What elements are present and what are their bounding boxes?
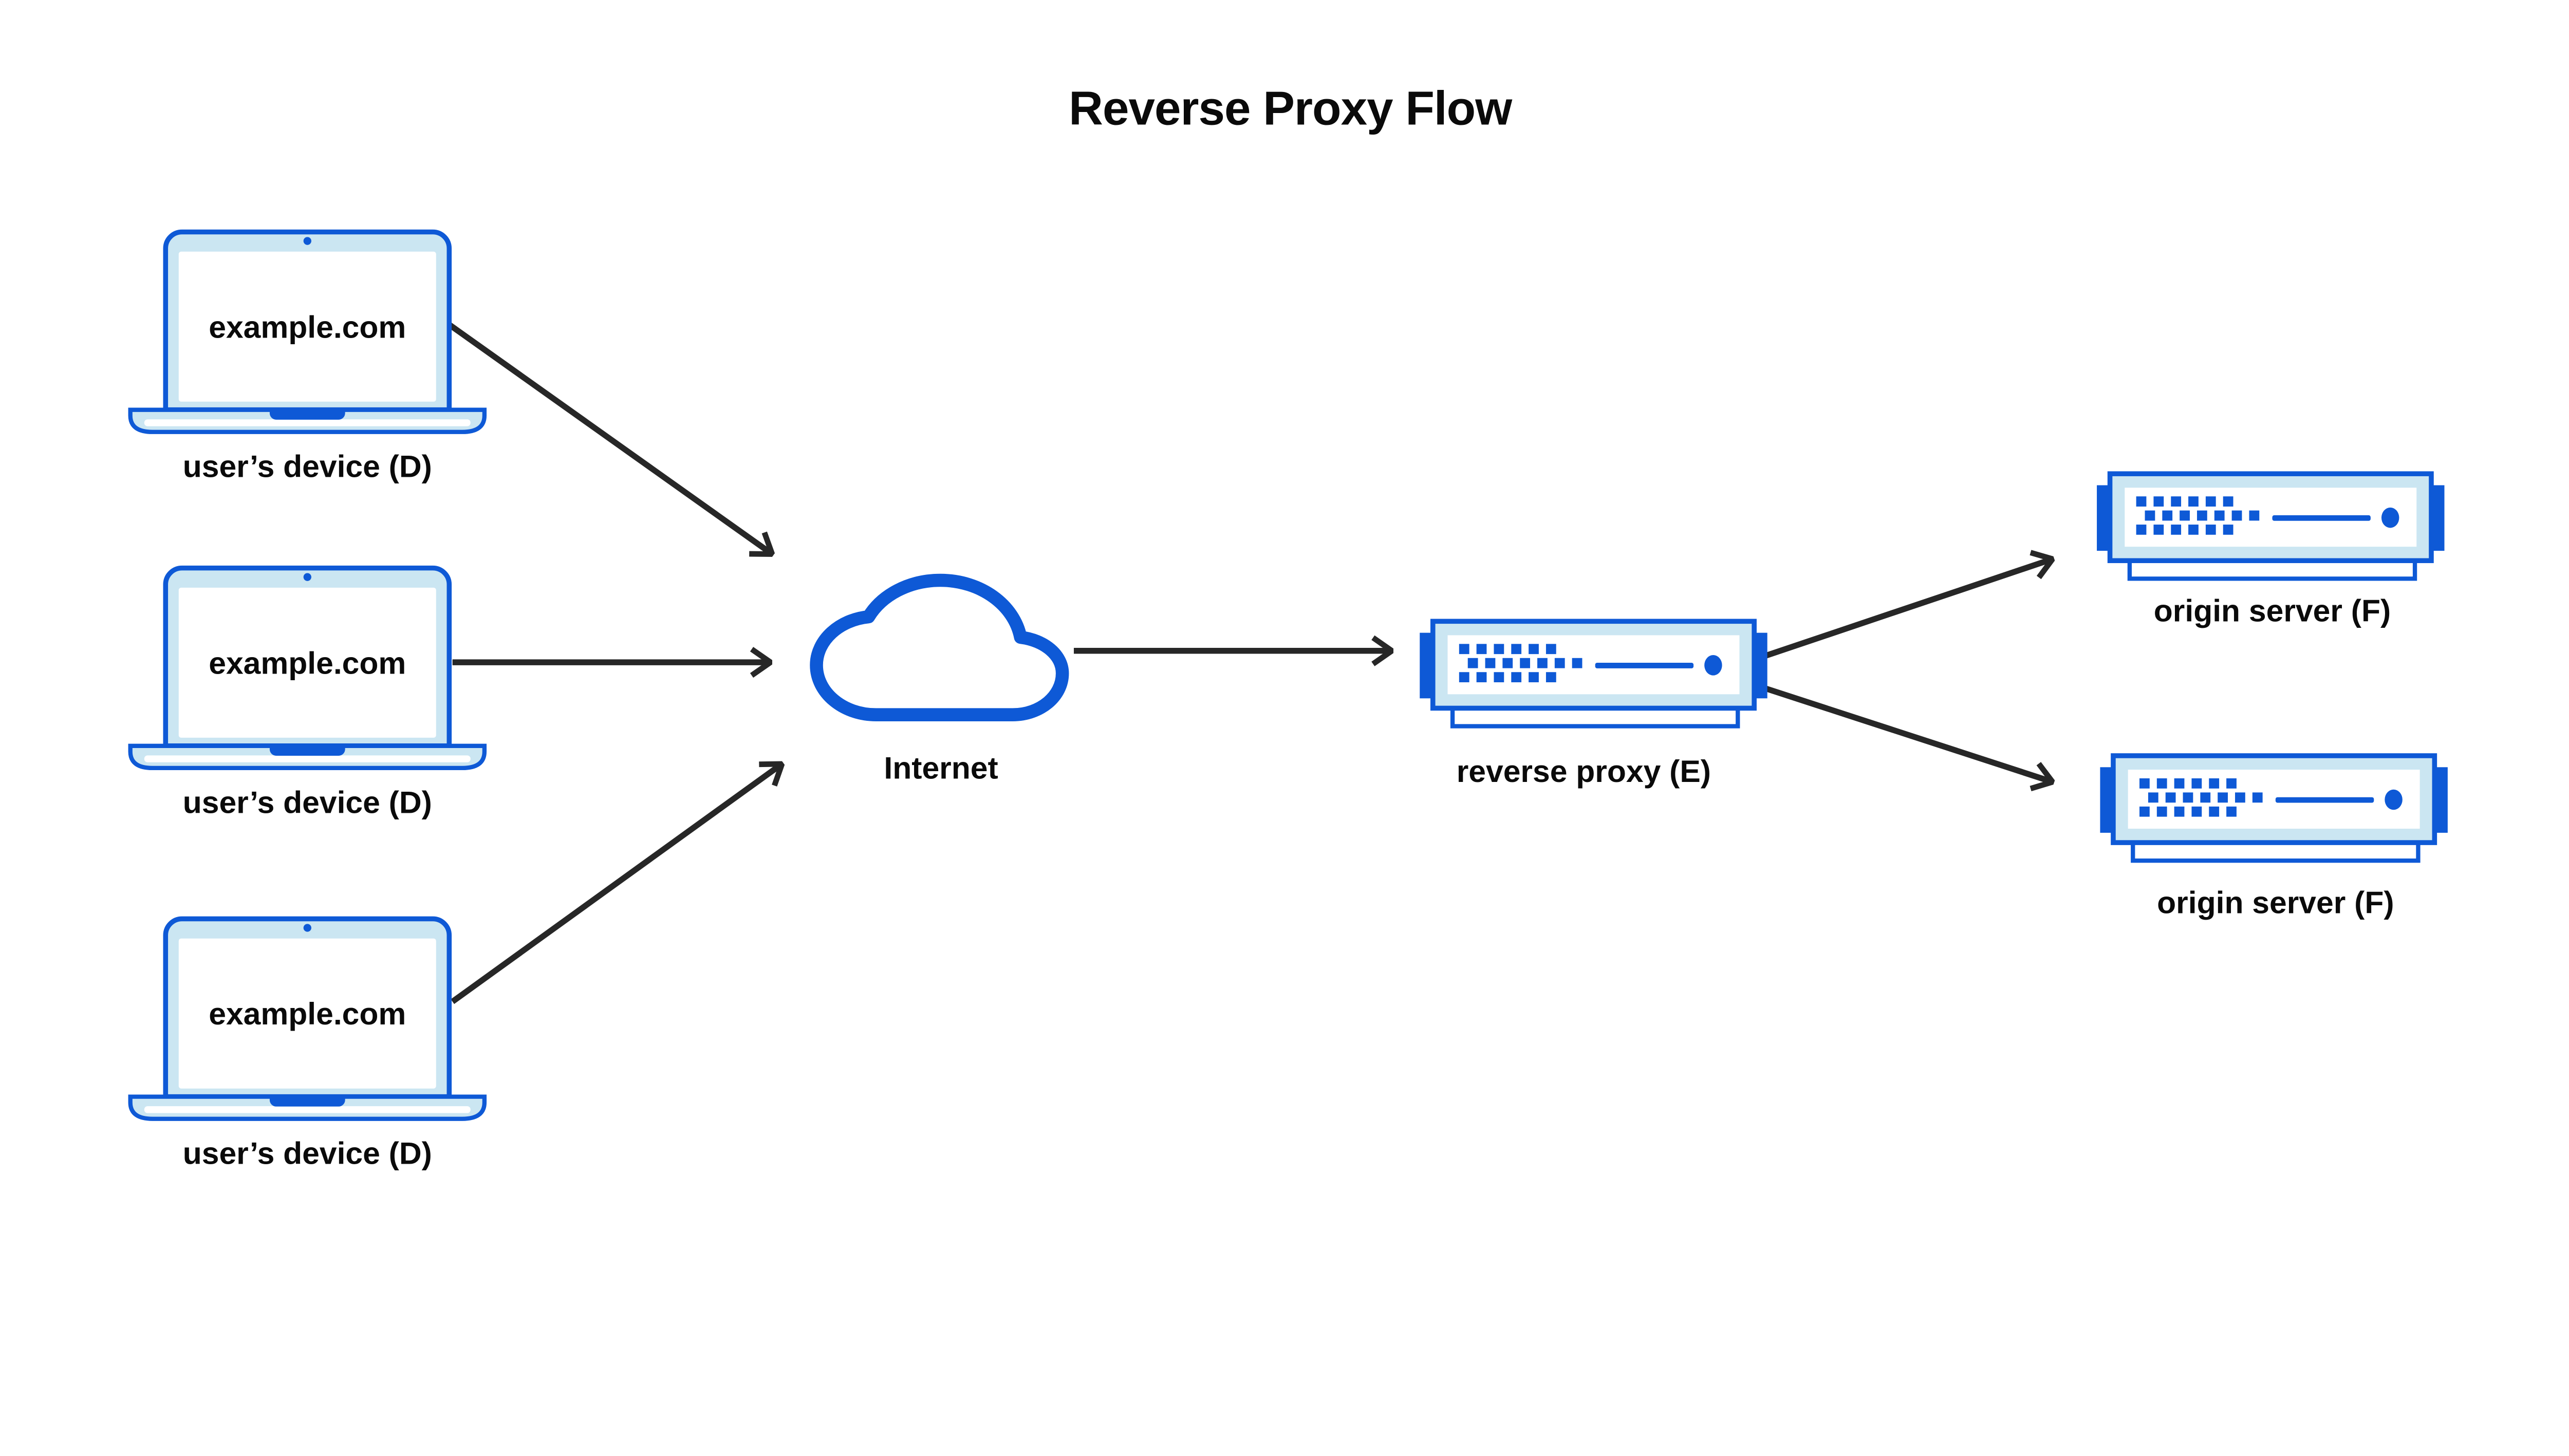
flow-arrows (447, 322, 2053, 1004)
node-user-device-2: example.com user’s device (D) (131, 568, 485, 820)
origin-server-icon (2097, 474, 2444, 578)
arrow-proxy-to-origin1 (1760, 559, 2053, 660)
origin-server-label: origin server (F) (2157, 885, 2394, 920)
diagram-page: Reverse Proxy Flow example.com user’s de… (127, 81, 2450, 1171)
node-origin-server-1: origin server (F) (2097, 474, 2444, 628)
arrow-device1-to-internet (447, 322, 772, 554)
internet-cloud-icon (810, 573, 1069, 721)
reverse-proxy-flow-diagram: Reverse Proxy Flow example.com user’s de… (127, 81, 2450, 1171)
laptop-screen-text: example.com (209, 645, 406, 680)
laptop-screen-text: example.com (209, 309, 406, 344)
node-user-device-3: example.com user’s device (D) (131, 919, 485, 1170)
reverse-proxy-server-icon (1420, 621, 1767, 726)
device-label: user’s device (D) (183, 785, 432, 820)
device-label: user’s device (D) (183, 1135, 432, 1170)
origin-server-label: origin server (F) (2154, 593, 2391, 628)
page-title: Reverse Proxy Flow (1069, 82, 1513, 135)
device-label: user’s device (D) (183, 449, 432, 484)
arrow-proxy-to-origin2 (1760, 684, 2053, 782)
arrow-device3-to-internet (451, 764, 782, 1004)
laptop-screen-text: example.com (209, 996, 406, 1031)
reverse-proxy-label: reverse proxy (E) (1457, 754, 1711, 789)
node-reverse-proxy: reverse proxy (E) (1420, 621, 1767, 789)
node-user-device-1: example.com user’s device (D) (131, 232, 485, 484)
internet-label: Internet (884, 751, 998, 786)
node-internet: Internet (810, 573, 1069, 786)
origin-server-icon (2100, 756, 2447, 861)
node-origin-server-2: origin server (F) (2100, 756, 2447, 920)
